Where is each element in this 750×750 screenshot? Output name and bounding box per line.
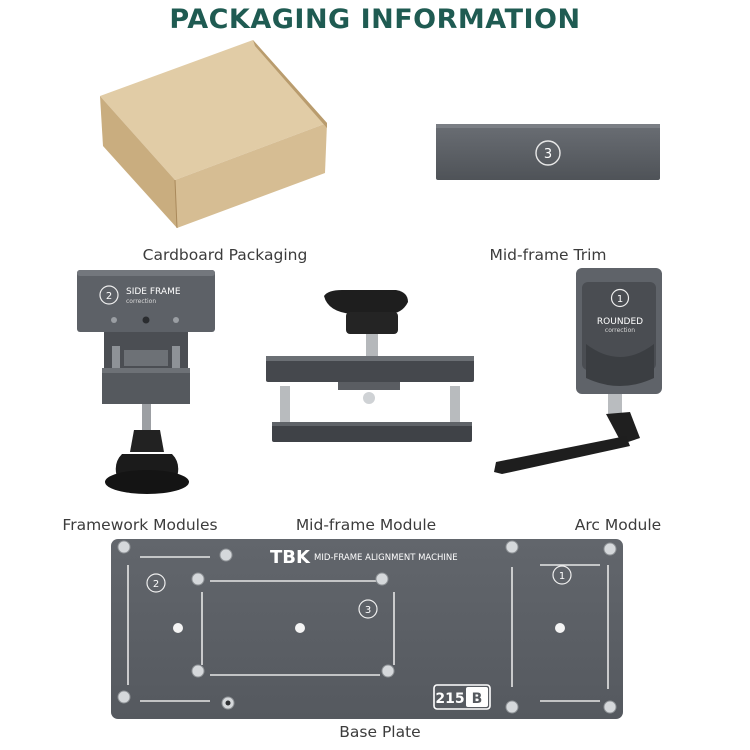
mid-frame-trim-image: 3 <box>436 124 660 180</box>
arc-line1: ROUNDED <box>597 317 643 327</box>
arc-label: Arc Module <box>574 516 662 534</box>
baseplate-label: Base Plate <box>339 723 421 741</box>
plate-model-letter: B <box>472 691 483 707</box>
framework-module-image: 2 SIDE FRAME correction <box>77 270 215 494</box>
plate-badge-left: 2 <box>153 579 159 590</box>
cardboard-box-image <box>100 40 327 229</box>
plate-badge-center: 3 <box>365 605 371 616</box>
framework-line1: SIDE FRAME <box>126 287 181 297</box>
framework-label: Framework Modules <box>62 516 218 534</box>
plate-brand: TBK <box>270 547 311 568</box>
base-plate-image: 2 3 1 TBK MID-FRAME ALIGNMENT MACHINE 21… <box>111 539 623 719</box>
arc-badge-number: 1 <box>617 294 623 305</box>
midframe-label: Mid-frame Module <box>295 516 437 534</box>
trim-label: Mid-frame Trim <box>489 246 607 264</box>
page-title: PACKAGING INFORMATION <box>169 4 581 35</box>
cardboard-label: Cardboard Packaging <box>142 246 308 264</box>
mid-frame-module-image <box>266 290 474 442</box>
framework-line2: correction <box>126 298 156 305</box>
plate-model-number: 215 <box>435 691 464 707</box>
framework-badge-number: 2 <box>106 291 112 302</box>
plate-badge-right: 1 <box>559 571 565 582</box>
arc-line2: correction <box>605 327 635 334</box>
plate-machine-name: MID-FRAME ALIGNMENT MACHINE <box>314 553 458 563</box>
arc-module-image: 1 ROUNDED correction <box>494 268 662 474</box>
trim-badge-number: 3 <box>544 147 552 162</box>
